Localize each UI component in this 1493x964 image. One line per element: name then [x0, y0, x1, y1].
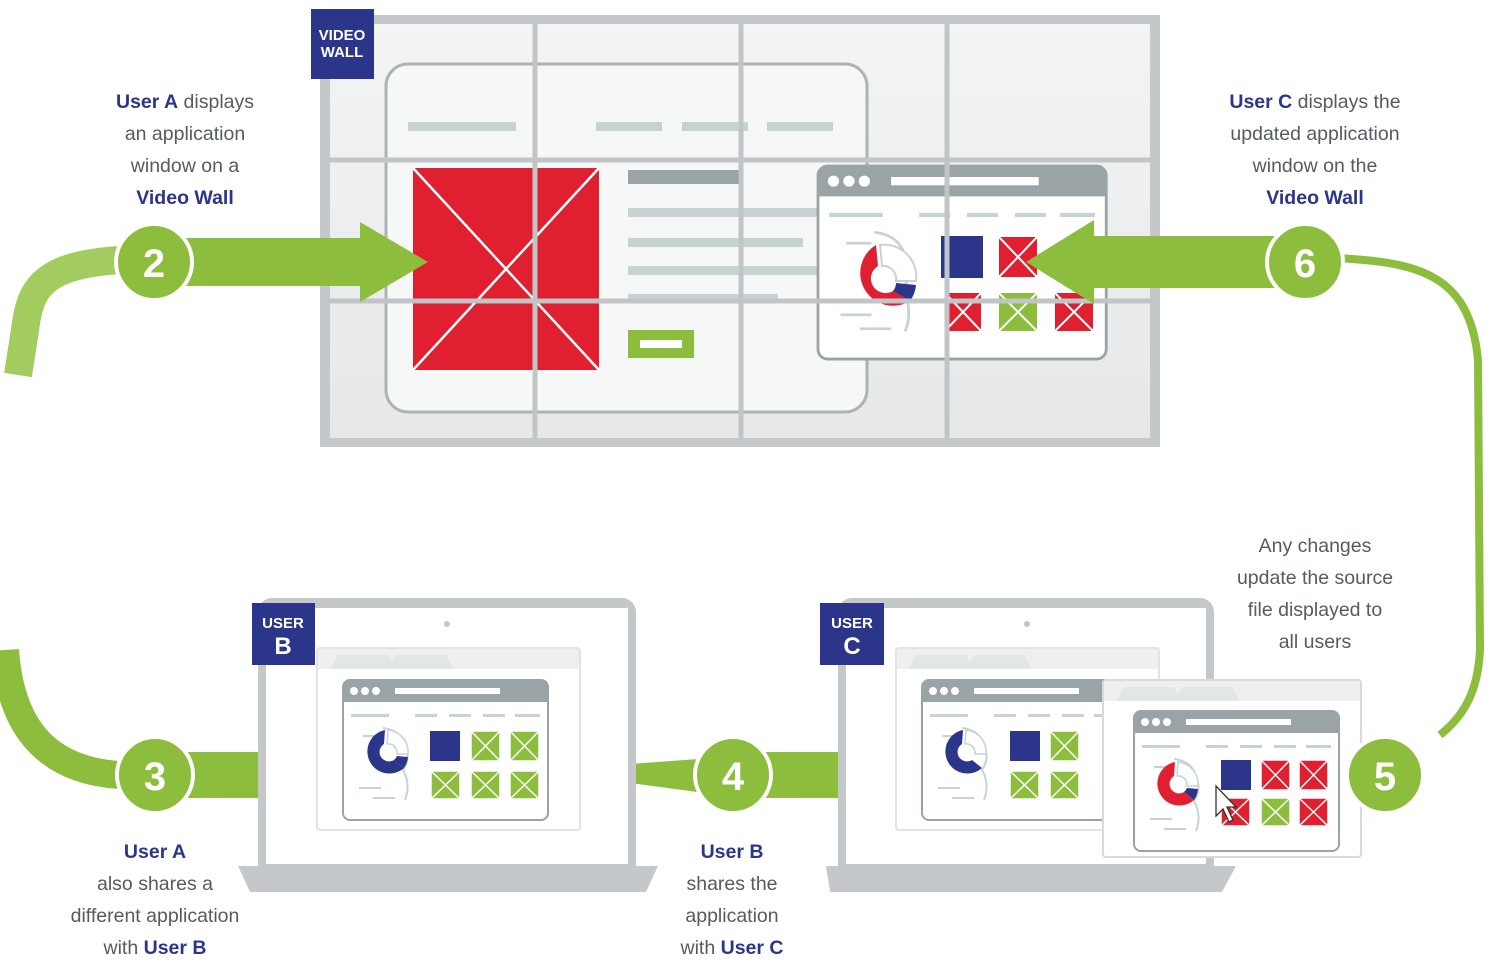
- caption-line: all users: [1210, 626, 1420, 658]
- svg-text:3: 3: [144, 755, 166, 799]
- caption-text: updated application: [1230, 123, 1400, 145]
- caption-line: update the source: [1210, 562, 1420, 594]
- caption-line: window on a: [70, 150, 300, 182]
- caption-emphasis: User B: [143, 937, 207, 959]
- caption-line: window on the: [1200, 150, 1430, 182]
- caption-emphasis: User A: [123, 841, 187, 863]
- caption-line: application: [632, 900, 832, 932]
- caption-step-4: User B shares the application with User C: [632, 836, 832, 964]
- caption-text: with: [680, 937, 721, 959]
- caption-line: an application: [70, 118, 300, 150]
- caption-emphasis: Video Wall: [1266, 187, 1364, 209]
- caption-text: application: [685, 905, 779, 927]
- caption-text: all users: [1278, 631, 1352, 653]
- step-6-badge: 6: [1265, 222, 1345, 302]
- step-2-badge: 2: [114, 222, 194, 302]
- caption-line: Any changes: [1210, 530, 1420, 562]
- caption-emphasis: User C: [1229, 91, 1293, 113]
- caption-text: window on the: [1252, 155, 1378, 177]
- svg-text:2: 2: [143, 242, 165, 286]
- image-placeholder-red: [412, 167, 600, 371]
- caption-text: window on a: [130, 155, 240, 177]
- caption-step-3: User A also shares a different application…: [40, 836, 270, 964]
- caption-line: updated application: [1200, 118, 1430, 150]
- svg-text:USER: USER: [831, 615, 873, 632]
- svg-text:WALL: WALL: [321, 44, 364, 61]
- caption-text: different application: [70, 905, 240, 927]
- svg-text:C: C: [843, 633, 860, 660]
- step-4-badge: 4: [693, 735, 773, 815]
- caption-text: displays the: [1292, 91, 1401, 113]
- arrow-step-2: [150, 222, 428, 302]
- arrow-step-6: [1026, 220, 1300, 304]
- svg-text:B: B: [274, 633, 291, 660]
- caption-step-5: Any changes update the source file display…: [1210, 530, 1420, 658]
- svg-text:USER: USER: [262, 615, 304, 632]
- caption-step-2: User A displays an application window on a…: [70, 86, 300, 214]
- mouse-cursor-icon: [1215, 784, 1238, 823]
- caption-text: update the source: [1236, 567, 1394, 589]
- donut-chart-icon: [860, 243, 918, 306]
- caption-step-6: User C displays the updated application wi…: [1200, 86, 1430, 214]
- caption-text: displays: [178, 91, 254, 113]
- svg-text:6: 6: [1294, 242, 1316, 286]
- step-3-badge: 3: [115, 735, 195, 815]
- caption-text: Any changes: [1258, 535, 1372, 557]
- user-c-laptop: [826, 598, 1362, 892]
- caption-line: User A: [40, 836, 270, 868]
- user-b-laptop: [238, 598, 658, 892]
- caption-line: file displayed to: [1210, 594, 1420, 626]
- caption-emphasis: User A: [115, 91, 179, 113]
- caption-line: User B: [632, 836, 832, 868]
- step-5-badge: 5: [1345, 735, 1425, 815]
- video-wall: [320, 15, 1160, 447]
- caption-emphasis: User C: [720, 937, 784, 959]
- caption-text: an application: [124, 123, 246, 145]
- caption-line: also shares a: [40, 868, 270, 900]
- video-wall-tag: VIDEO WALL: [311, 9, 374, 79]
- user-b-tag: USER B: [252, 603, 315, 665]
- caption-emphasis: Video Wall: [136, 187, 234, 209]
- connector-curves: [0, 246, 1485, 789]
- caption-text: file displayed to: [1247, 599, 1383, 621]
- caption-line: different application: [40, 900, 270, 932]
- caption-line: Video Wall: [1200, 182, 1430, 214]
- svg-text:4: 4: [722, 755, 745, 799]
- caption-line: shares the: [632, 868, 832, 900]
- svg-text:VIDEO: VIDEO: [319, 27, 366, 44]
- caption-emphasis: User B: [700, 841, 764, 863]
- caption-line: User A displays: [70, 86, 300, 118]
- caption-line: with User C: [632, 932, 832, 964]
- svg-text:5: 5: [1374, 755, 1396, 799]
- user-c-tag: USER C: [820, 603, 884, 665]
- caption-text: with: [103, 937, 144, 959]
- caption-line: Video Wall: [70, 182, 300, 214]
- caption-line: with User B: [40, 932, 270, 964]
- caption-text: shares the: [686, 873, 778, 895]
- caption-text: also shares a: [97, 873, 213, 895]
- caption-line: User C displays the: [1200, 86, 1430, 118]
